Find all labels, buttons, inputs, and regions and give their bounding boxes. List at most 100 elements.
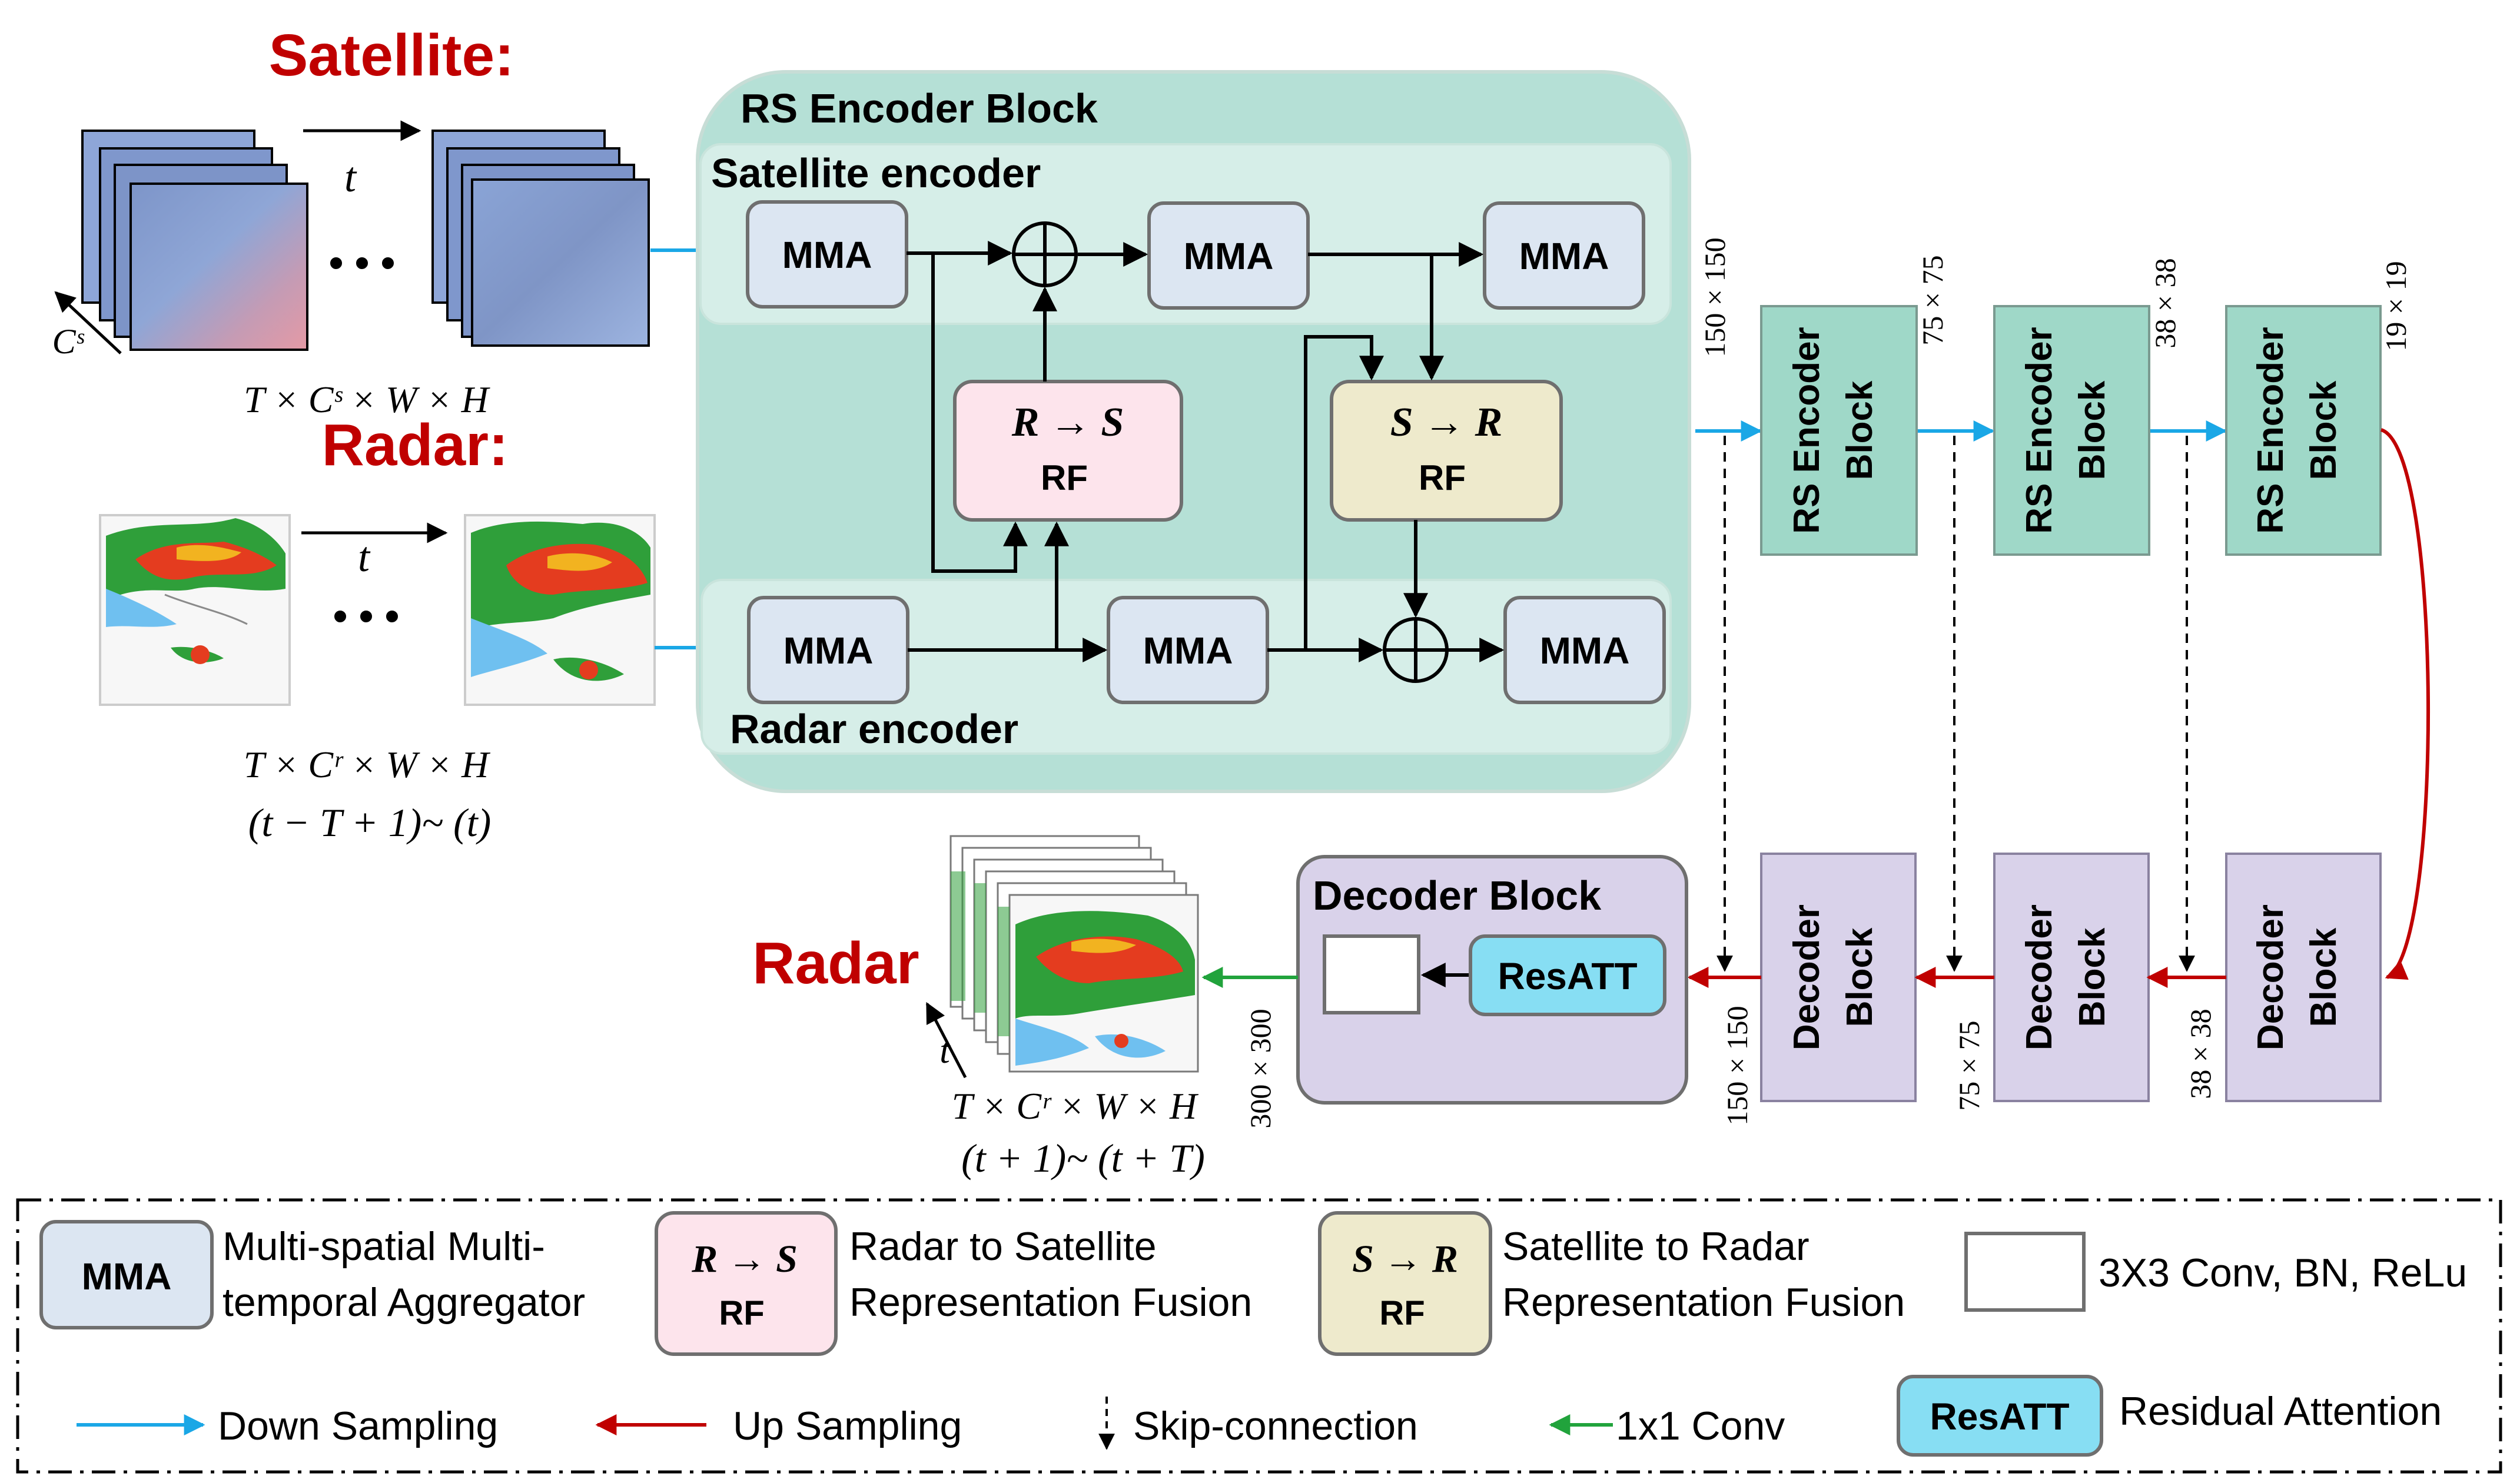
legend-resatt-box [1897,1375,2103,1457]
enc-size-3: 38 × 38 [2149,258,2182,348]
mma-radar-1-label: MMA [783,629,874,672]
mma-radar-3-label: MMA [1540,629,1630,672]
resatt-box [1469,934,1666,1016]
satellite-stack-latest [431,130,650,347]
radar-image-earliest [99,514,291,706]
radar-range-label: (t − T + 1)~ (t) [248,800,492,845]
output-shape-label: T × Cʳ × W × H [952,1085,1199,1127]
dec-2-label-2: Block [2072,927,2113,1027]
s2r-label-top: S → R [1390,400,1503,445]
out-size: 300 × 300 [1244,1009,1277,1128]
mma-sat-3-label: MMA [1519,235,1609,277]
r2s-label-top: R → S [1011,400,1124,445]
satellite-ellipsis: • • • [329,240,395,286]
enc-size-1: 150 × 150 [1698,237,1731,357]
legend: MMA Multi-spatial Multi- temporal Aggreg… [16,1198,2502,1474]
satellite-stack-earliest [81,130,308,351]
rs-encoder-block-detail: RS Encoder Block Satellite encoder Radar… [696,70,1691,793]
resatt-label: ResATT [1498,955,1637,997]
output-radar-stack [949,835,1199,1073]
output-time-arrow [925,1002,967,1079]
output-range-label: (t + 1)~ (t + T) [961,1136,1205,1180]
enc-size-4: 19 × 19 [2379,261,2412,351]
enc-size-2: 75 × 75 [1916,255,1949,345]
encoder-internal-connectors [907,241,1505,662]
enc-2-label-1: RS Encoder [2019,327,2060,533]
satellite-channel-label: Cˢ [52,322,85,361]
mma-sat-1-label: MMA [782,234,872,276]
legend-s2r-box [1318,1211,1492,1356]
rs-encoder-block-3: RS Encoder Block [2225,305,2382,556]
enc-3-label-1: RS Encoder [2250,327,2291,533]
legend-mma-desc-2: temporal Aggregator [223,1280,585,1325]
legend-s2r-desc-1: Satellite to Radar [1502,1224,1810,1269]
satellite-shape-label: T × Cˢ × W × H [244,379,491,420]
legend-down-label: Down Sampling [218,1404,498,1448]
add-node-satellite [1012,221,1078,287]
legend-resatt-label: ResATT [1930,1395,2069,1438]
s2r-label-bottom: RF [1419,458,1466,498]
radar-image-latest [464,514,656,706]
s2r-rf-box [1330,380,1563,522]
rs-encoder-block-2: RS Encoder Block [1993,305,2150,556]
legend-s2r-desc-2: Representation Fusion [1502,1280,1905,1325]
enc-2-label-2: Block [2072,380,2113,480]
channel-arrow [54,291,122,354]
legend-mma-box [39,1220,214,1329]
mma-sat-2-label: MMA [1184,235,1274,277]
decoder-block-3: Decoder Block [2225,853,2382,1102]
dec-1-label-1: Decoder [1787,904,1827,1050]
legend-up-label: Up Sampling [733,1404,962,1448]
decoder-block-detail: Decoder Block ResATT [1296,855,1688,1105]
rs-encoder-block-1: RS Encoder Block [1760,305,1918,556]
legend-r2s-bottom: RF [719,1294,764,1332]
legend-skip-label: Skip-connection [1133,1404,1418,1448]
output-title: Radar [752,930,919,996]
encoder-block-title: RS Encoder Block [741,85,1098,131]
satellite-encoder-label: Satellite encoder [711,150,1041,196]
satellite-title: Satellite: [269,22,514,88]
legend-r2s-box [655,1211,838,1356]
bottleneck-up-arrow [2380,428,2431,980]
dec-2-label-1: Decoder [2019,904,2060,1050]
conv-box [1323,934,1420,1014]
legend-mma-desc-1: Multi-spatial Multi- [223,1224,545,1269]
skip-connections [1716,436,2195,972]
radar-shape-label: T × Cʳ × W × H [244,744,491,785]
r2s-label-bottom: RF [1041,458,1088,498]
enc-1-label-2: Block [1840,380,1880,480]
dec-1-label-2: Block [1840,927,1880,1027]
dec-3-label-2: Block [2303,927,2344,1027]
mma-box-radar-3 [1503,596,1666,704]
legend-conv-desc: 3X3 Conv, BN, ReLu [2099,1251,2467,1295]
mma-radar-2-label: MMA [1143,629,1233,672]
radar-time-label: t [358,533,371,581]
dec-size-1: 150 × 150 [1721,1006,1754,1125]
decoder-block-title: Decoder Block [1313,873,1601,918]
radar-ellipsis: • • • [333,593,399,639]
decoder-block-1: Decoder Block [1760,853,1917,1102]
radar-title: Radar: [322,412,509,478]
legend-s2r-top: S → R [1352,1238,1458,1281]
enc-1-label-1: RS Encoder [1787,327,1827,533]
satellite-time-label: t [344,154,357,201]
legend-mma-label: MMA [82,1255,172,1298]
legend-resatt-desc: Residual Attention [2119,1389,2442,1434]
dec-size-3: 38 × 38 [2184,1009,2217,1099]
mma-box-sat-3 [1483,201,1645,310]
decoder-block-2: Decoder Block [1993,853,2150,1102]
legend-s2r-bottom: RF [1379,1294,1425,1332]
dec-3-label-1: Decoder [2250,904,2291,1050]
add-node-radar [1383,617,1449,683]
legend-r2s-top: R → S [691,1238,798,1281]
legend-frame [16,1198,2502,1474]
output-time-label: t [939,1029,951,1071]
legend-conv-box [1964,1232,2086,1312]
legend-conv1x1-label: 1x1 Conv [1616,1404,1785,1448]
legend-r2s-desc-2: Representation Fusion [849,1280,1252,1325]
enc-3-label-2: Block [2303,380,2344,480]
radar-encoder-label: Radar encoder [730,706,1018,752]
dec-size-2: 75 × 75 [1953,1020,1986,1110]
legend-r2s-desc-1: Radar to Satellite [849,1224,1157,1269]
